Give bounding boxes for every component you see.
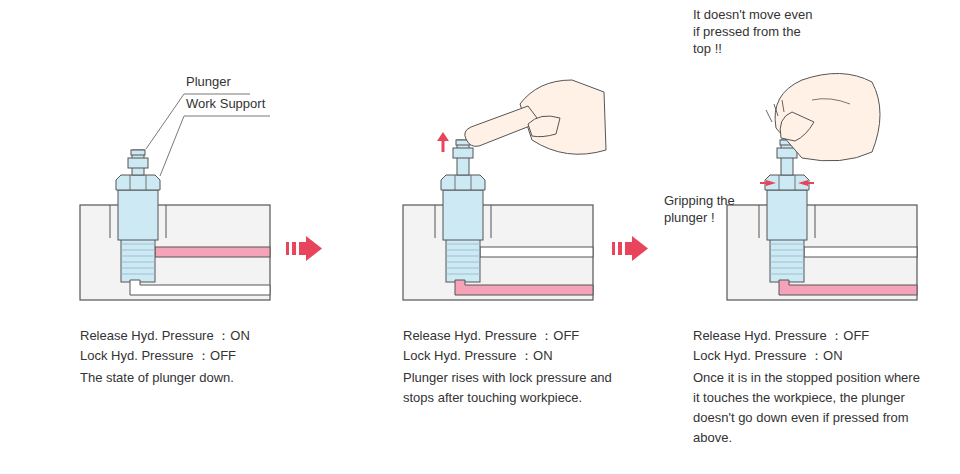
thread-line [121, 262, 155, 263]
thread-line [770, 268, 804, 269]
step-description: Once it is in the stopped position where… [693, 368, 928, 448]
hex-edge [455, 175, 456, 190]
lock-channel [130, 280, 270, 295]
flow-arrow [612, 236, 648, 261]
plunger-nut [128, 158, 148, 168]
grip-arrow-shaft [760, 182, 767, 184]
counterbore-edge [815, 205, 816, 238]
arrow-stripe [612, 242, 615, 255]
threaded-body [446, 238, 480, 282]
release-channel [804, 247, 917, 257]
arrow-stripe [618, 242, 622, 255]
leader-line [160, 116, 270, 176]
work-support-assembly [80, 150, 270, 300]
thread-line [121, 244, 155, 245]
arrow-stripe [286, 242, 289, 255]
thread-line [770, 256, 804, 257]
counterbore-edge [110, 205, 111, 238]
counterbore-edge [435, 205, 436, 238]
counterbore-edge [759, 205, 760, 238]
thread-line [121, 256, 155, 257]
arrow-head [306, 236, 322, 261]
pressure-status: Lock Hyd. Pressure ：OFF [80, 346, 300, 366]
support-body [767, 190, 807, 240]
thread-line [446, 256, 480, 257]
release-channel [480, 247, 593, 257]
arrow-stripe [625, 242, 632, 255]
hex-edge [471, 175, 472, 190]
callout-note: Gripping the plunger ! [664, 192, 746, 226]
thumb [780, 112, 814, 141]
counterbore-edge [491, 205, 492, 238]
support-body [443, 190, 483, 240]
support-body [118, 190, 158, 240]
hex-edge [146, 175, 147, 190]
thumb [528, 116, 560, 137]
grip-arrow [766, 180, 776, 186]
arrow-stripe [299, 242, 306, 255]
fixture-block [727, 205, 917, 300]
pressing-fist [775, 73, 880, 160]
thread-line [770, 262, 804, 263]
threaded-body [121, 238, 155, 282]
threaded-body [770, 238, 804, 282]
work-support-assembly [727, 140, 917, 300]
thread-line [770, 244, 804, 245]
hex-edge [130, 175, 131, 190]
thread-line [121, 250, 155, 251]
fixture-block [403, 205, 593, 300]
fixture-block [80, 205, 270, 300]
release-channel [155, 247, 270, 257]
pressure-status: Release Hyd. Pressure ：OFF [403, 326, 623, 346]
callout-note: It doesn't move even if pressed from the… [693, 6, 815, 57]
grip-arrow [798, 180, 808, 186]
pressure-status: Lock Hyd. Pressure ：ON [693, 346, 913, 366]
pointing-hand [465, 80, 606, 154]
thread-line [446, 244, 480, 245]
plunger-nut [453, 148, 473, 158]
knuckle-line [812, 99, 850, 104]
thread-line [770, 250, 804, 251]
thread-line [770, 274, 804, 275]
rise-arrow-head [437, 132, 449, 141]
arrow-stripe [292, 242, 296, 255]
plunger-cap [131, 150, 145, 155]
motion-line [782, 100, 784, 112]
hex-collar [116, 175, 160, 190]
thread-line [121, 268, 155, 269]
pressure-status: Release Hyd. Pressure ：OFF [693, 326, 913, 346]
hex-collar [765, 175, 809, 190]
pressure-status: Lock Hyd. Pressure ：ON [403, 346, 623, 366]
thread-line [446, 262, 480, 263]
hex-edge [779, 175, 780, 190]
counterbore-edge [166, 205, 167, 238]
pressure-status: Release Hyd. Pressure ：ON [80, 326, 300, 346]
motion-line [774, 104, 778, 116]
lock-channel [779, 280, 917, 295]
work-support-assembly [403, 140, 593, 300]
lock-channel [455, 280, 593, 295]
part-label: Plunger [186, 72, 266, 92]
flow-arrow [286, 236, 322, 261]
hex-edge [795, 175, 796, 190]
arrow-head [632, 236, 648, 261]
step-description: Plunger rises with lock pressure and sto… [403, 368, 628, 408]
thread-line [121, 274, 155, 275]
fist [775, 73, 880, 160]
motion-line [766, 110, 772, 122]
thread-line [446, 274, 480, 275]
step-description: The state of plunger down. [80, 368, 300, 388]
grip-arrow-shaft [807, 182, 814, 184]
thread-line [446, 268, 480, 269]
rise-arrow-shaft [442, 140, 445, 152]
thread-line [446, 250, 480, 251]
hex-collar [441, 175, 485, 190]
part-label: Work Support [186, 94, 286, 114]
